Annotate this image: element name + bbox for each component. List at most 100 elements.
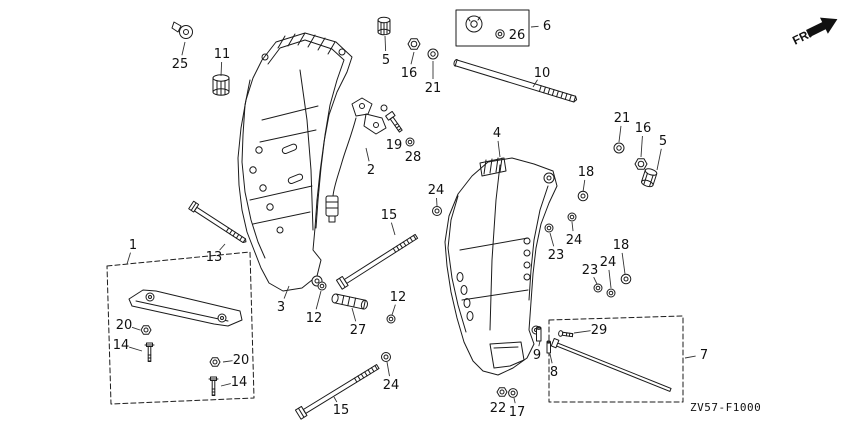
callout-number-6: 6 xyxy=(543,19,551,34)
callout-number-2: 2 xyxy=(367,163,375,178)
callout-number-18: 18 xyxy=(578,165,595,180)
leader-line-20 xyxy=(222,360,233,363)
leader-line-16 xyxy=(410,51,415,65)
leader-line-11 xyxy=(220,61,223,77)
left-bracket-drawing xyxy=(237,32,353,292)
callout-number-23: 23 xyxy=(548,248,565,263)
bolt-15-lower xyxy=(294,364,380,420)
leader-line-12 xyxy=(315,290,322,310)
washer-24-cluster2 xyxy=(606,288,616,298)
cable-clamp-25 xyxy=(171,21,193,39)
bolt-19 xyxy=(385,110,403,133)
shift-link-assembly xyxy=(325,97,388,223)
leader-line-18 xyxy=(621,252,626,275)
washer-12-left xyxy=(317,281,327,291)
callout-number-26: 26 xyxy=(509,28,526,43)
leader-line-12 xyxy=(391,304,396,316)
leader-line-4 xyxy=(497,140,501,158)
fr-direction-marker: FR. xyxy=(790,17,838,48)
pin-9 xyxy=(536,326,542,342)
leader-line-14 xyxy=(128,346,143,352)
callout-number-27: 27 xyxy=(350,323,367,338)
callout-number-1: 1 xyxy=(129,238,137,253)
group-box-1 xyxy=(106,251,255,405)
callout-number-5: 5 xyxy=(659,134,667,149)
callout-number-24: 24 xyxy=(428,183,445,198)
leader-line-8 xyxy=(549,353,553,364)
washer-23-cluster1 xyxy=(544,223,554,233)
leader-line-1 xyxy=(126,252,131,265)
washer-24-cluster1 xyxy=(567,212,577,222)
mount-rod-10 xyxy=(453,59,578,103)
leader-line-25 xyxy=(181,41,186,56)
callout-number-15: 15 xyxy=(333,403,350,418)
leader-line-15 xyxy=(390,222,396,236)
nut-20-left xyxy=(140,325,152,335)
callout-number-29: 29 xyxy=(591,323,608,338)
washer-24-bottom xyxy=(381,352,391,362)
callout-number-4: 4 xyxy=(493,126,501,141)
callout-number-20: 20 xyxy=(233,353,250,368)
pin-8 xyxy=(546,340,551,354)
grommet-18-upper xyxy=(577,190,589,202)
fr-arrow-icon xyxy=(806,17,838,38)
washer-28 xyxy=(405,137,415,147)
leader-line-7 xyxy=(684,355,696,359)
leader-line-13 xyxy=(219,243,226,251)
washer-24-left xyxy=(432,206,442,216)
group-box-7 xyxy=(548,315,684,403)
rubber-bushing-11 xyxy=(212,74,230,96)
callout-number-22: 22 xyxy=(490,401,507,416)
callout-number-11: 11 xyxy=(214,47,231,62)
leader-line-15 xyxy=(333,396,338,403)
callout-number-21: 21 xyxy=(614,111,631,126)
washer-23-cluster2 xyxy=(593,283,603,293)
grommet-18-lower xyxy=(620,273,632,285)
leader-line-20 xyxy=(131,326,141,331)
callout-number-7: 7 xyxy=(700,348,708,363)
bolt-15-upper xyxy=(335,233,419,290)
callout-number-23: 23 xyxy=(582,263,599,278)
leader-line-5 xyxy=(656,148,662,171)
callout-number-15: 15 xyxy=(381,208,398,223)
callout-number-24: 24 xyxy=(600,255,617,270)
nut-16-upper xyxy=(407,38,421,50)
bushing-5-right xyxy=(641,168,658,188)
callout-number-18: 18 xyxy=(613,238,630,253)
right-bracket-drawing xyxy=(444,157,558,376)
callout-number-20: 20 xyxy=(116,318,133,333)
washer-12-right xyxy=(386,314,396,324)
callout-number-16: 16 xyxy=(635,121,652,136)
washer-21-upper xyxy=(427,48,439,60)
callout-number-8: 8 xyxy=(550,365,558,380)
callout-number-3: 3 xyxy=(277,300,285,315)
kit-box-6 xyxy=(455,9,530,47)
bolt-14-left xyxy=(144,342,155,362)
leader-line-24 xyxy=(608,269,612,289)
callout-number-13: 13 xyxy=(206,250,223,265)
callout-number-28: 28 xyxy=(405,150,422,165)
collar-27 xyxy=(331,293,368,310)
leader-line-29 xyxy=(573,330,591,334)
callout-number-14: 14 xyxy=(113,338,130,353)
leader-line-9 xyxy=(538,340,541,347)
leader-line-27 xyxy=(351,307,357,322)
leader-line-21 xyxy=(618,125,622,143)
callout-number-19: 19 xyxy=(386,138,403,153)
callout-number-21: 21 xyxy=(425,81,442,96)
callout-number-16: 16 xyxy=(401,66,418,81)
leader-line-10 xyxy=(532,79,538,88)
leader-line-2 xyxy=(365,147,370,162)
callout-number-25: 25 xyxy=(172,57,189,72)
callout-number-12: 12 xyxy=(306,311,323,326)
leader-line-16 xyxy=(640,135,643,158)
washer-17 xyxy=(508,388,518,398)
leader-line-5 xyxy=(384,35,387,52)
callout-number-10: 10 xyxy=(534,66,551,81)
diagram-code: ZV57-F1000 xyxy=(690,401,761,414)
leader-line-24 xyxy=(386,361,390,377)
nut-20-right xyxy=(209,357,221,367)
